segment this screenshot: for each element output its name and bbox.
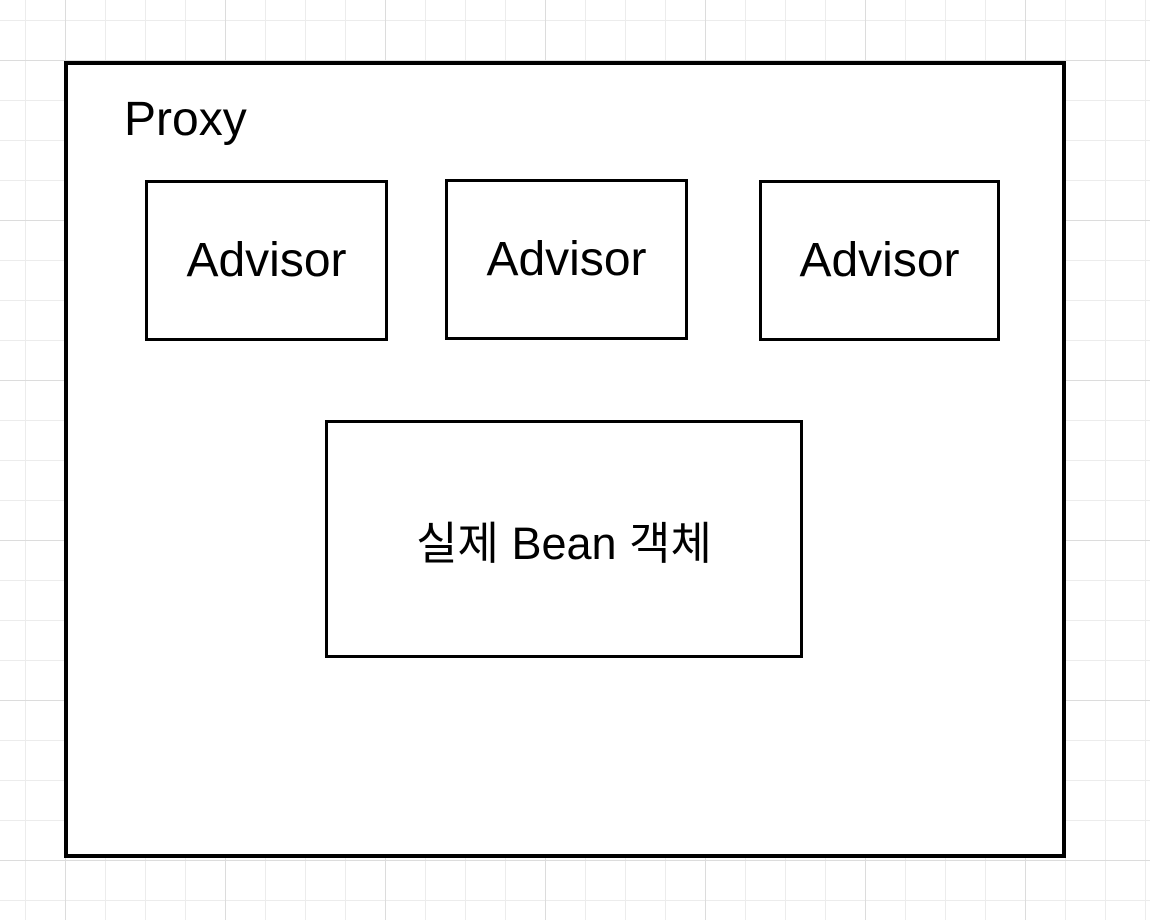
real-bean-object-label: 실제 Bean 객체 xyxy=(416,517,712,569)
real-bean-object-box: 실제 Bean 객체 xyxy=(325,420,803,658)
advisor-label: Advisor xyxy=(486,233,647,286)
advisor-label: Advisor xyxy=(799,234,960,287)
advisor-box-3: Advisor xyxy=(759,180,1000,341)
proxy-container-box: Proxy Advisor Advisor Advisor 실제 Bean 객체 xyxy=(64,61,1066,858)
advisor-box-1: Advisor xyxy=(145,180,388,341)
advisor-box-2: Advisor xyxy=(445,179,688,340)
advisor-label: Advisor xyxy=(186,234,347,287)
proxy-label: Proxy xyxy=(124,93,247,146)
